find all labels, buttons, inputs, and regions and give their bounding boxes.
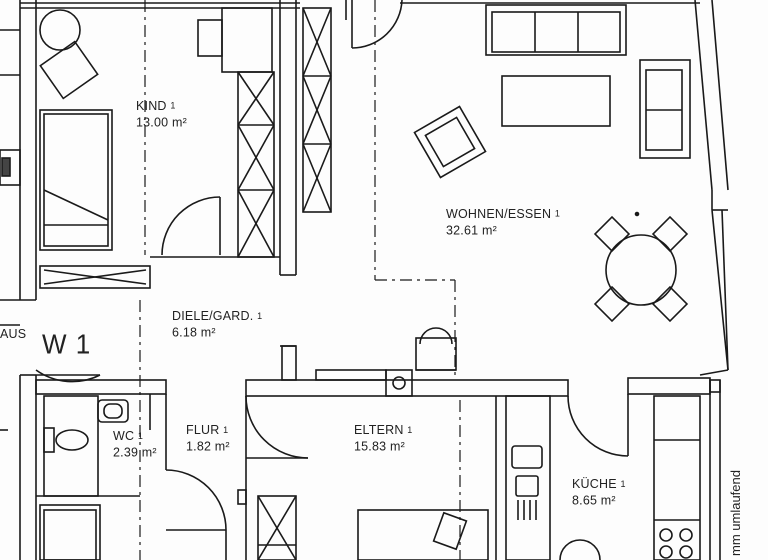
flur-doors [165, 395, 309, 560]
entry-door [35, 369, 101, 383]
central-wall [279, 0, 347, 276]
right-exterior-wall [694, 0, 729, 560]
left-hall-walls [0, 324, 20, 431]
wohnen-door [351, 0, 403, 49]
room-label-wc: WC 1 2.39 m² [113, 428, 157, 460]
wc-room [35, 379, 167, 560]
left-exterior-wall [0, 0, 37, 560]
middle-wall [245, 327, 711, 397]
edge-dimension-text: mm umlaufend [728, 470, 743, 556]
room-label-wohnen-essen: WOHNEN/ESSEN 1 32.61 m² [446, 206, 561, 238]
haus-fragment-label: AUS [0, 326, 27, 342]
room-label-flur: FLUR 1 1.82 m² [186, 422, 230, 454]
kind-door [150, 196, 280, 258]
room-label-eltern: ELTERN 1 15.83 m² [354, 422, 413, 454]
kind-wardrobe [197, 7, 275, 258]
eltern-wardrobe [257, 495, 489, 560]
dashed-lines [139, 0, 461, 560]
room-label-kind: KIND 1 13.00 m² [136, 98, 187, 130]
kind-furniture [39, 9, 151, 289]
wohnen-furniture [413, 4, 691, 323]
room-label-kueche: KÜCHE 1 8.65 m² [572, 476, 626, 508]
room-label-diele: DIELE/GARD. 1 6.18 m² [172, 308, 263, 340]
kitchen [495, 394, 701, 560]
unit-code-label: W 1 [42, 328, 92, 360]
